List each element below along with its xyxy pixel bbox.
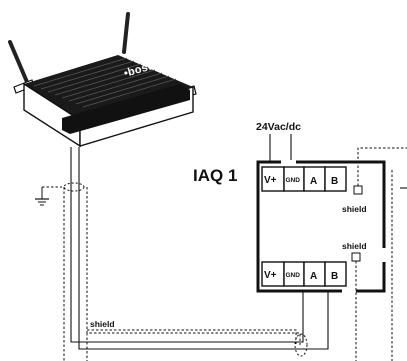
cable-shield-label: shield xyxy=(90,319,115,329)
terminal-bottom-vplus-label: V+ xyxy=(264,270,277,281)
terminal-top-b xyxy=(324,166,347,192)
supply-label: 24Vac/dc xyxy=(256,121,301,133)
boss-controller: •boss xyxy=(8,12,197,148)
heatsink-fins xyxy=(33,57,177,108)
device-title: IAQ 1 xyxy=(193,166,237,185)
terminal-bottom-a-label: A xyxy=(310,271,317,282)
shield-connector-lower xyxy=(351,252,361,262)
shield-label-upper: shield xyxy=(342,204,367,214)
terminal-bottom-b xyxy=(324,261,347,287)
terminal-top-a-label: A xyxy=(310,176,317,187)
terminal-bottom-b-label: B xyxy=(331,271,338,282)
terminal-top-b-label: B xyxy=(331,176,338,187)
top-terminal-block: V+ GND A B xyxy=(261,166,347,192)
bottom-terminal-block: V+ GND A B xyxy=(261,261,347,287)
shield-label-lower: shield xyxy=(342,241,367,251)
ground-icon xyxy=(35,186,62,206)
terminal-top-gnd-label: GND xyxy=(286,177,301,184)
terminal-bottom-gnd-label: GND xyxy=(286,272,301,279)
router-port-strip xyxy=(62,84,190,134)
terminal-top-vplus-label: V+ xyxy=(264,175,277,186)
shield-connector-upper xyxy=(353,185,363,195)
cable-bundle: shield xyxy=(63,147,329,361)
outgoing-cable xyxy=(355,147,407,361)
antenna-left xyxy=(8,40,29,84)
iaq-device: IAQ 1 24Vac/dc V+ GND A B shield shield xyxy=(193,121,386,293)
antenna-right xyxy=(122,12,130,54)
